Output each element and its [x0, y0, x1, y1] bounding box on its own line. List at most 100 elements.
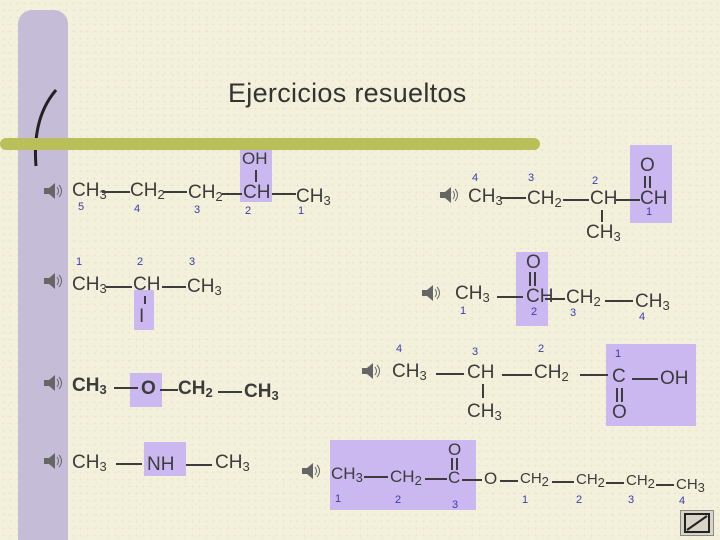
speaker-icon[interactable] — [360, 360, 382, 382]
double-bond — [529, 272, 531, 286]
bond — [500, 197, 526, 199]
carbon-number: 4 — [396, 343, 403, 355]
double-bond — [456, 458, 458, 470]
formula-ch2: CH2 — [566, 287, 601, 309]
bond — [425, 478, 447, 480]
formula-ch2: CH2 — [390, 467, 422, 488]
speaker-icon[interactable] — [438, 184, 460, 206]
bond — [502, 374, 532, 376]
formula-ch2: CH2 — [130, 180, 165, 202]
formula-ch2: CH2 — [188, 182, 223, 204]
bond — [545, 298, 565, 300]
formula-oh: OH — [660, 368, 689, 389]
formula-ch: CH — [133, 274, 161, 295]
double-bond — [451, 458, 453, 470]
formula-oh: OH — [242, 149, 268, 168]
carbon-number: 4 — [472, 172, 479, 184]
acid-highlight — [606, 344, 696, 426]
carbon-number: 1 — [335, 493, 342, 505]
formula-ch3: CH3 — [586, 222, 621, 244]
formula-ch3: CH3 — [215, 452, 250, 474]
bond — [563, 199, 589, 201]
carbon-number: 2 — [137, 256, 144, 268]
bond — [162, 286, 186, 288]
bond — [218, 391, 242, 393]
formula-ch3: CH3 — [72, 274, 107, 296]
carbon-number: 1 — [522, 494, 529, 506]
bond — [102, 191, 130, 193]
formula-i: I — [139, 306, 145, 327]
carbon-number: 2 — [592, 175, 599, 187]
formula-o: O — [141, 378, 156, 399]
bracket-ornament — [33, 89, 58, 167]
formula-ch2: CH2 — [178, 378, 213, 400]
speaker-icon[interactable] — [42, 270, 64, 292]
bond — [500, 480, 518, 482]
aldehyde-highlight — [630, 145, 672, 223]
speaker-icon[interactable] — [42, 180, 64, 202]
next-slide-icon — [684, 513, 710, 533]
double-bond — [621, 388, 623, 402]
bond — [552, 481, 574, 483]
formula-ch3: CH3 — [635, 291, 670, 313]
formula-c: C — [612, 366, 626, 387]
carbon-number: 4 — [639, 311, 646, 323]
formula-ch3: CH3 — [72, 375, 107, 397]
bond — [222, 193, 242, 195]
iodine-highlight — [134, 290, 154, 330]
speaker-icon[interactable] — [42, 372, 64, 394]
formula-o: O — [448, 440, 462, 459]
bond — [255, 170, 257, 182]
bond — [364, 476, 388, 478]
bond — [163, 191, 187, 193]
bond — [605, 300, 633, 302]
bond — [272, 193, 296, 195]
formula-ch: CH — [467, 362, 495, 383]
formula-ch3: CH3 — [467, 401, 502, 423]
speaker-icon[interactable] — [42, 450, 64, 472]
formula-ch3: CH3 — [455, 283, 490, 305]
bond — [114, 387, 138, 389]
formula-o: O — [640, 155, 655, 176]
bond — [632, 378, 658, 380]
ketone-highlight — [516, 252, 548, 326]
formula-ch3: CH3 — [72, 452, 107, 474]
bond — [186, 464, 212, 466]
carbon-number: 4 — [134, 203, 141, 215]
formula-ch3: CH3 — [331, 464, 363, 485]
formula-o: O — [612, 402, 627, 423]
formula-nh: NH — [147, 454, 175, 475]
double-bond — [616, 388, 618, 402]
speaker-icon[interactable] — [420, 282, 442, 304]
amine-highlight — [144, 442, 186, 476]
carbon-number: 2 — [395, 494, 402, 506]
carbon-number: 3 — [570, 307, 577, 319]
bond — [580, 374, 608, 376]
formula-ch3: CH3 — [72, 180, 107, 202]
bond — [436, 373, 464, 375]
formula-ch: CH — [640, 188, 668, 209]
formula-ch2: CH2 — [534, 362, 569, 384]
carbon-number: 1 — [646, 206, 653, 218]
speaker-icon[interactable] — [300, 460, 322, 482]
formula-o: O — [484, 469, 498, 488]
formula-ch3: CH3 — [676, 476, 705, 495]
carbon-number: 1 — [460, 305, 467, 317]
next-slide-button[interactable] — [680, 510, 714, 536]
bond — [497, 296, 523, 298]
bond — [616, 199, 640, 201]
formula-c: C — [448, 468, 461, 487]
title-rule — [0, 138, 540, 150]
bond — [462, 479, 482, 481]
formula-o: O — [526, 252, 541, 273]
bond — [106, 286, 132, 288]
carbon-number: 3 — [189, 256, 196, 268]
carbon-number: 3 — [452, 499, 459, 511]
carbon-number: 3 — [472, 346, 479, 358]
carbon-number: 1 — [76, 256, 83, 268]
formula-ch3: CH3 — [392, 361, 427, 383]
bond — [116, 463, 142, 465]
carbon-number: 3 — [528, 172, 535, 184]
formula-ch3: CH3 — [244, 381, 279, 403]
carbon-number: 3 — [194, 204, 201, 216]
